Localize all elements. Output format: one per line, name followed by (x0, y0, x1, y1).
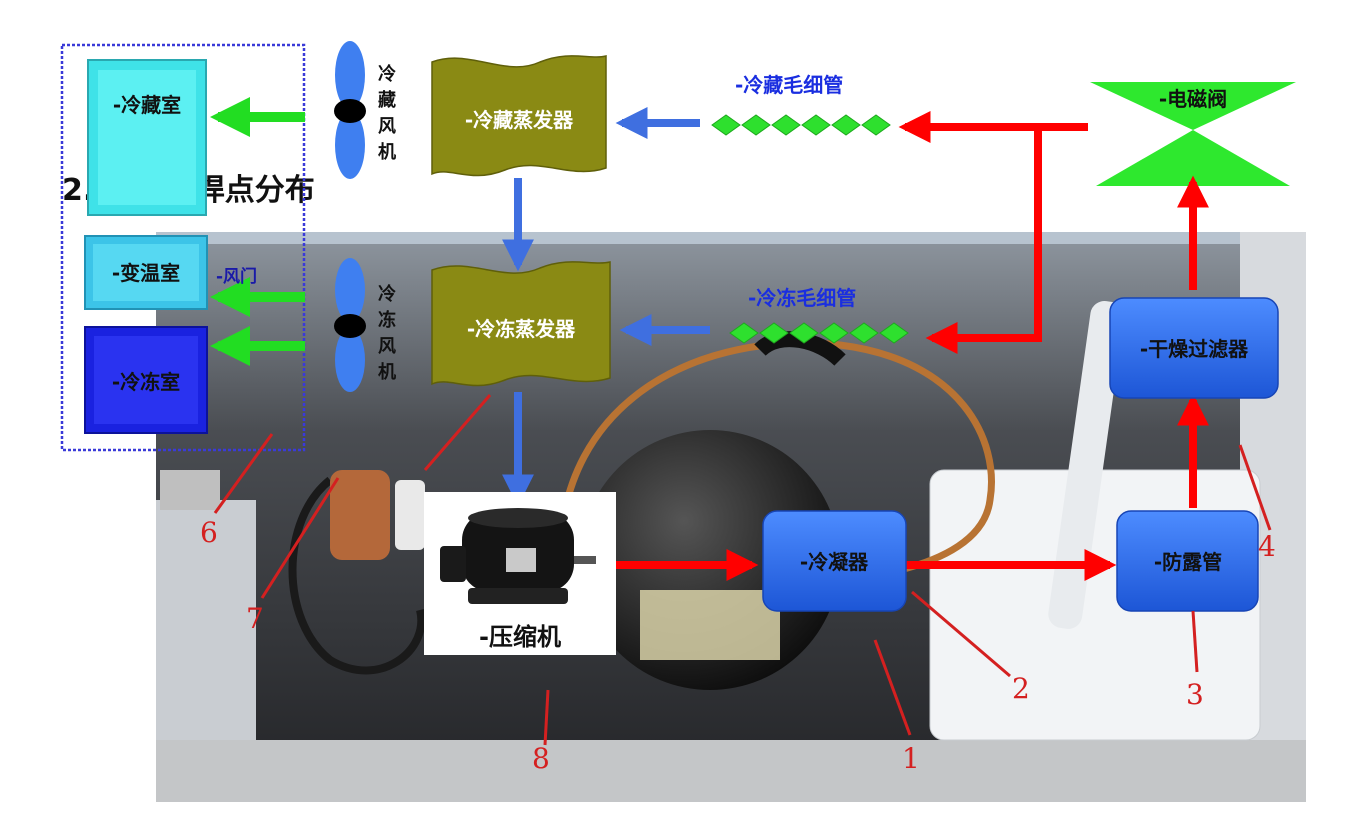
damper-label: -风门 (216, 266, 257, 287)
freezer-evaporator-label: -冷冻蒸发器 (467, 317, 576, 341)
fridge-fan-icon (334, 41, 366, 179)
weld-point-2: 2 (1012, 672, 1030, 705)
fridge-fan-char: 风 (378, 116, 396, 137)
anti-dew-pipe: -防露管 (1116, 510, 1259, 612)
freezer-fan-label: 冷 冻 风 机 (378, 283, 396, 383)
freezer-capillary-label: -冷冻毛细管 (748, 286, 856, 310)
fridge-capillary-label: -冷藏毛细管 (735, 73, 843, 97)
weld-point-4: 4 (1258, 530, 1276, 563)
freezer-fan-char: 冻 (378, 309, 396, 331)
condenser-label: -冷凝器 (800, 550, 869, 574)
weld-point-1: 1 (902, 742, 920, 775)
freezer-fan-char: 冷 (378, 283, 396, 305)
fridge-fan-char: 机 (378, 142, 396, 163)
chamber-group-frame (60, 43, 306, 452)
anti-dew-pipe-label: -防露管 (1154, 550, 1222, 574)
fridge-chamber: -冷藏室 (87, 59, 207, 216)
fridge-chamber-label: -冷藏室 (113, 93, 181, 117)
freezer-fan-icon (334, 258, 366, 392)
solenoid-valve-label: -电磁阀 (1159, 87, 1227, 111)
freezer-chamber-label: -冷冻室 (112, 370, 180, 394)
weld-point-3: 3 (1186, 678, 1204, 711)
freezer-evaporator: -冷冻蒸发器 (431, 261, 611, 387)
fridge-capillary-icon (711, 114, 891, 136)
condenser: -冷凝器 (762, 510, 907, 612)
weld-point-7: 7 (246, 602, 264, 635)
fridge-fan-label: 冷 藏 风 机 (378, 63, 396, 163)
variable-chamber: -变温室 (84, 235, 208, 310)
drier-filter: -干燥过滤器 (1109, 297, 1279, 399)
freezer-fan-char: 风 (378, 336, 396, 357)
weld-point-numbers: 1 2 3 4 6 7 8 (200, 516, 1276, 775)
drier-filter-label: -干燥过滤器 (1140, 337, 1249, 361)
variable-chamber-label: -变温室 (112, 261, 180, 285)
compressor-icon (440, 508, 596, 604)
cold-flow-arrows (502, 107, 710, 507)
refrigerant-flow-arrows (594, 111, 1209, 581)
freezer-chamber: -冷冻室 (84, 326, 208, 434)
compressor: -压缩机 (424, 492, 616, 655)
solenoid-valve: -电磁阀 (1090, 82, 1296, 186)
weld-point-6: 6 (200, 516, 218, 549)
fridge-fan-char: 藏 (378, 90, 396, 111)
weld-point-leaders (213, 394, 1272, 746)
fridge-fan-char: 冷 (378, 63, 396, 85)
freezer-fan-char: 机 (378, 362, 396, 383)
freezer-capillary-icon (729, 322, 909, 344)
air-flow-arrows (210, 97, 305, 366)
compressor-label: -压缩机 (479, 623, 561, 651)
fridge-evaporator-label: -冷藏蒸发器 (465, 108, 574, 132)
weld-point-8: 8 (532, 742, 550, 775)
fridge-evaporator: -冷藏蒸发器 (431, 55, 607, 177)
